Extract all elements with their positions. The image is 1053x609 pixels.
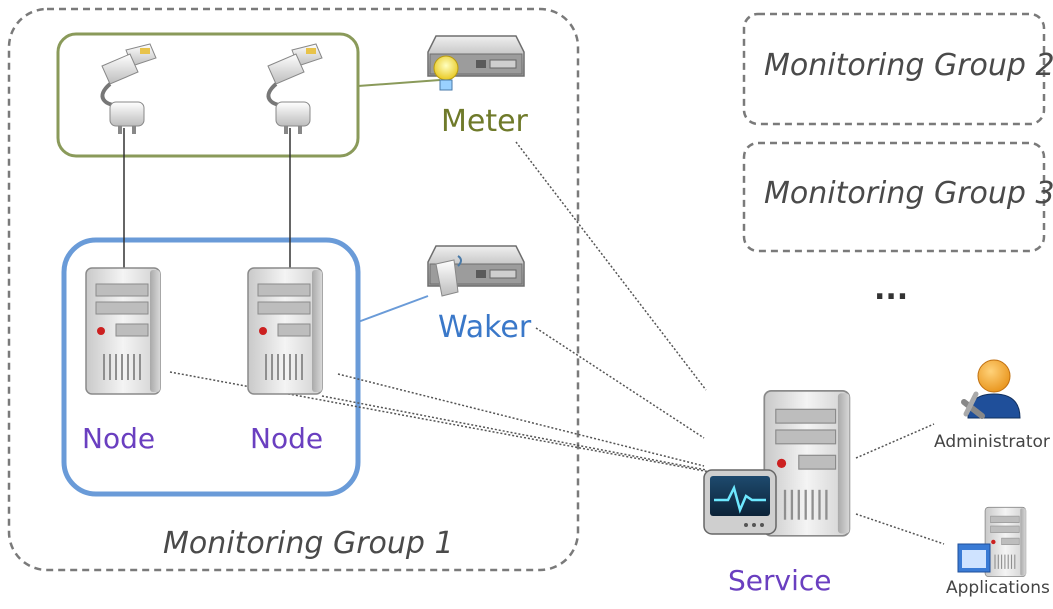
applications-icon: [984, 506, 1027, 578]
node-label: Node: [250, 422, 324, 455]
node-label: Node: [82, 422, 156, 455]
monitoring-group-2-title: Monitoring Group 2: [764, 48, 1053, 83]
power-group-box: [56, 32, 360, 158]
monitoring-group-2-box: [742, 12, 1046, 126]
waker-label: Waker: [438, 310, 532, 345]
node-server-icon: [85, 267, 161, 395]
more-groups-ellipsis: ...: [874, 272, 909, 307]
node-group-box: [61, 237, 361, 497]
application-window-icon: [957, 543, 991, 573]
power-plug-icon: [100, 42, 158, 136]
monitoring-group-3-title: Monitoring Group 3: [764, 176, 1053, 211]
monitoring-group-1-boundary: [7, 7, 580, 572]
node-server-icon: [247, 267, 323, 395]
service-label: Service: [728, 564, 832, 597]
administrator-label: Administrator: [934, 432, 1050, 452]
applications-label: Applications: [946, 578, 1050, 598]
administrator-icon: [961, 359, 1021, 419]
monitoring-group-3-box: [742, 141, 1046, 253]
service-server-icon: [763, 389, 851, 537]
power-plug-icon: [266, 42, 324, 136]
meter-label: Meter: [441, 104, 528, 139]
meter-device-icon: [427, 35, 525, 91]
monitoring-group-1-title: Monitoring Group 1: [163, 526, 454, 561]
waker-device-icon: [427, 245, 525, 297]
monitor-icon: [703, 469, 777, 535]
service-links: [169, 141, 945, 545]
meter-power-link: [357, 79, 441, 87]
waker-node-link: [357, 295, 429, 323]
